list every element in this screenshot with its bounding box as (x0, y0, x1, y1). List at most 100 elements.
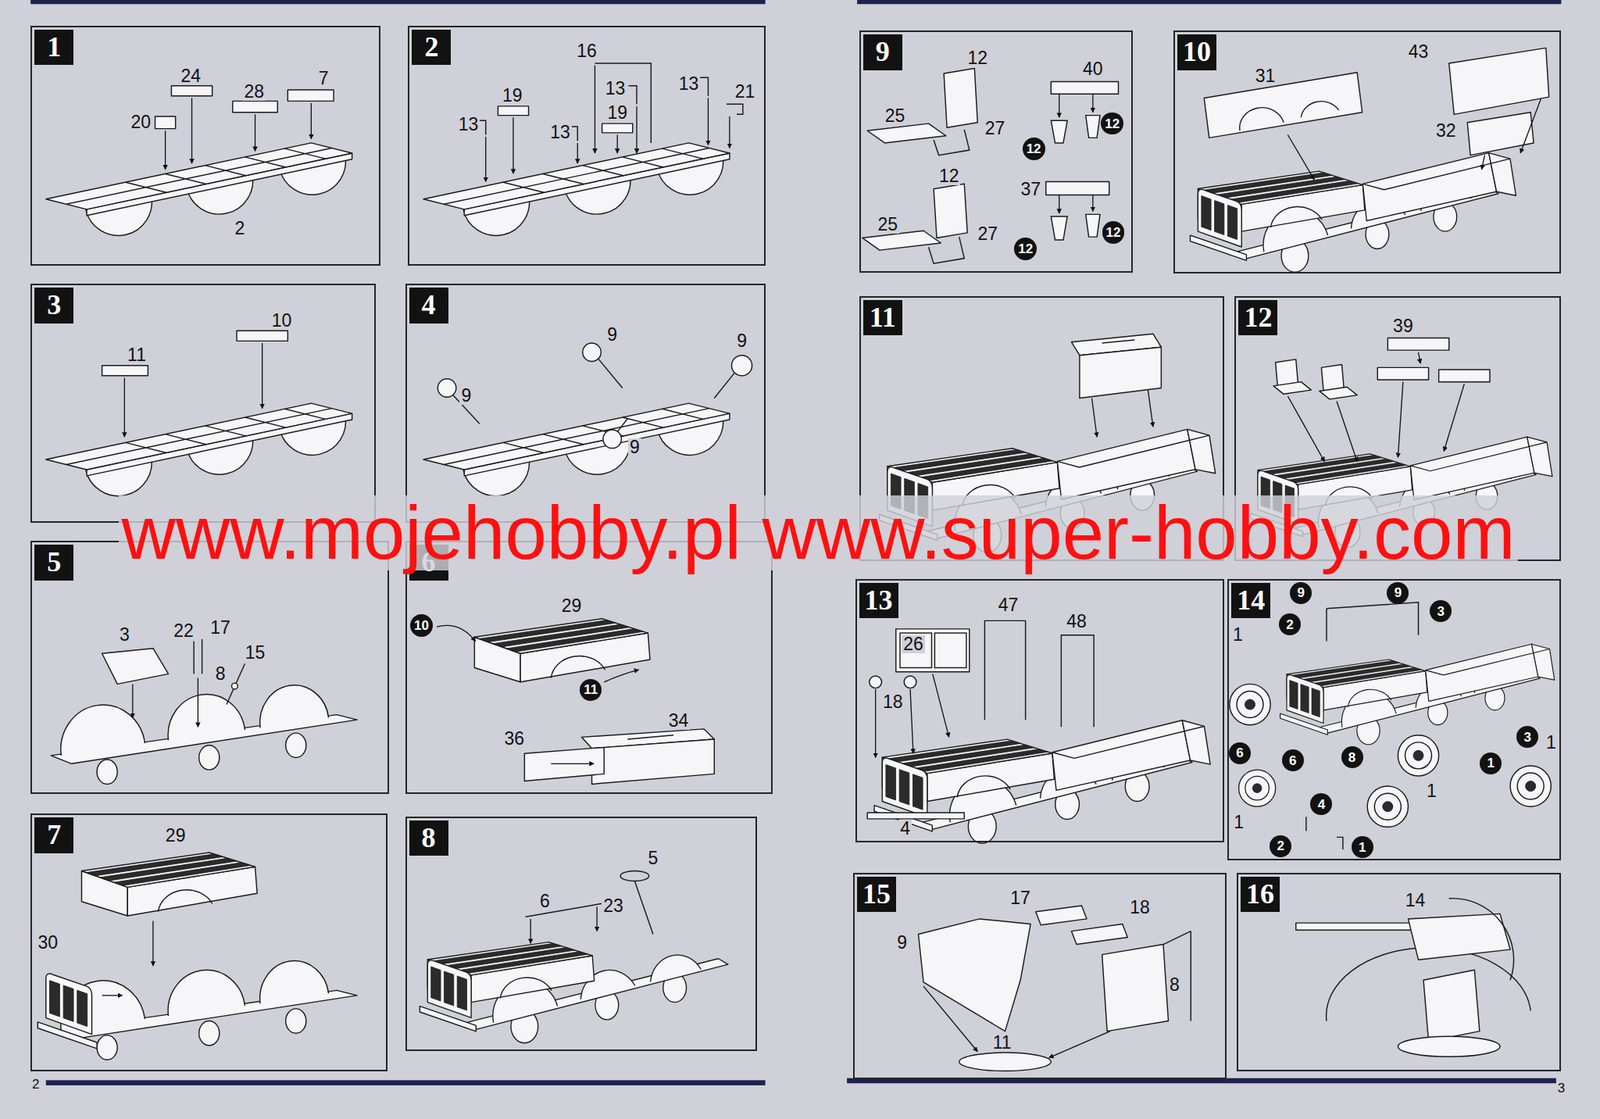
step-6-drawing (603, 669, 639, 683)
step-12-drawing (1439, 369, 1490, 383)
step-6-drawing (627, 735, 674, 740)
step-1-drawing (164, 130, 166, 170)
step-12-drawing (1410, 436, 1553, 500)
step-13-drawing (903, 675, 917, 689)
step-12-drawing (1336, 400, 1358, 461)
step-12-drawing (1287, 396, 1325, 462)
step-number: 13 (859, 582, 899, 619)
step-number: 11 (863, 300, 903, 336)
callout-circle: 12 (1014, 237, 1037, 261)
part-number: 39 (1391, 317, 1415, 336)
step-1-drawing (155, 116, 176, 129)
step-15-drawing (1163, 931, 1191, 1022)
part-number: 47 (996, 596, 1021, 615)
step-9-drawing (1050, 120, 1068, 143)
page-rule (846, 1078, 1557, 1084)
callout-circle: 8 (1341, 746, 1364, 768)
part-number: 13 (603, 79, 628, 98)
callout-number: 6 (1235, 746, 1243, 760)
step-8-drawing (634, 881, 654, 935)
part-number: 23 (601, 896, 625, 915)
step-8-drawing (525, 903, 603, 917)
step-1-drawing (46, 142, 353, 236)
step-14-drawing (1326, 602, 1419, 642)
callout-circle: 1 (1479, 752, 1502, 775)
page-rule (46, 1079, 766, 1086)
step-9-drawing (1058, 93, 1060, 118)
step-3-drawing (236, 330, 288, 341)
step-4-drawing (423, 342, 753, 497)
step-2-drawing (707, 97, 709, 145)
step-13-drawing (896, 628, 970, 672)
step-panel: 7 (30, 813, 388, 1072)
page-rule (30, 0, 1561, 1086)
step-panel: 16 (1236, 872, 1561, 1072)
part-number: 5 (646, 849, 661, 868)
step-panel: 10 (1173, 30, 1561, 274)
step-15-drawing (1102, 944, 1169, 1032)
step-11-drawing (1102, 339, 1136, 343)
step-12-drawing (1443, 383, 1465, 451)
callout-circle: 9 (1386, 582, 1409, 604)
part-number: 19 (500, 86, 525, 105)
part-number: 11 (991, 1033, 1014, 1052)
step-5-drawing (50, 639, 358, 785)
step-2-drawing (594, 63, 651, 143)
step-10-drawing (1520, 99, 1541, 154)
step-2-drawing (423, 142, 730, 236)
step-10-drawing (1189, 47, 1549, 272)
step-8-drawing (530, 918, 532, 943)
callout-number: 12 (1026, 142, 1042, 156)
step-9-drawing (928, 236, 965, 264)
step-number: 7 (34, 817, 74, 854)
step-2-drawing (635, 106, 637, 154)
step-10-drawing (1287, 134, 1315, 179)
step-4-drawing (453, 395, 480, 425)
part-number: 31 (1253, 67, 1278, 86)
step-1-drawing (191, 97, 193, 164)
part-number: 24 (178, 67, 203, 86)
step-14-drawing (1425, 643, 1555, 701)
part-number: 36 (502, 729, 526, 748)
step-3-drawing (46, 330, 353, 496)
step-12-drawing (1273, 382, 1311, 395)
step-8-drawing (419, 871, 729, 1043)
step-7-drawing (81, 852, 258, 916)
step-9-drawing (1058, 195, 1060, 215)
step-3-drawing (261, 342, 263, 409)
part-number: 25 (876, 215, 900, 234)
part-number: 3 (117, 625, 132, 644)
step-12-drawing (1397, 382, 1404, 458)
step-3-drawing (124, 377, 125, 437)
step-number: 14 (1231, 582, 1271, 619)
part-number: 8 (1167, 975, 1182, 994)
step-13-drawing (900, 632, 932, 668)
step-number: 6 (409, 544, 449, 581)
step-2-drawing (479, 120, 486, 135)
step-panel: 11 (859, 296, 1225, 562)
step-6-drawing (436, 618, 715, 785)
step-12-drawing (1377, 367, 1429, 380)
step-2-drawing (726, 103, 743, 115)
step-14-drawing (1306, 816, 1343, 850)
page-rule (30, 0, 765, 4)
part-number: 13 (677, 75, 701, 93)
part-number: 9 (459, 386, 473, 405)
step-15-drawing (1049, 1031, 1111, 1058)
step-panel: 12 (1234, 296, 1561, 562)
part-number: 29 (164, 826, 188, 845)
step-number: 2 (411, 29, 451, 66)
part-number: 7 (317, 69, 331, 88)
callout-circle: 12 (1102, 221, 1125, 244)
step-15-drawing (959, 1052, 1052, 1072)
step-9-drawing (1085, 214, 1100, 237)
step-2-drawing (628, 85, 637, 105)
step-9-drawing (933, 183, 968, 238)
callout-circle: 6 (1228, 742, 1251, 765)
part-number: 37 (1018, 180, 1043, 199)
step-7-drawing (37, 852, 358, 1060)
part-number: 43 (1407, 42, 1431, 61)
